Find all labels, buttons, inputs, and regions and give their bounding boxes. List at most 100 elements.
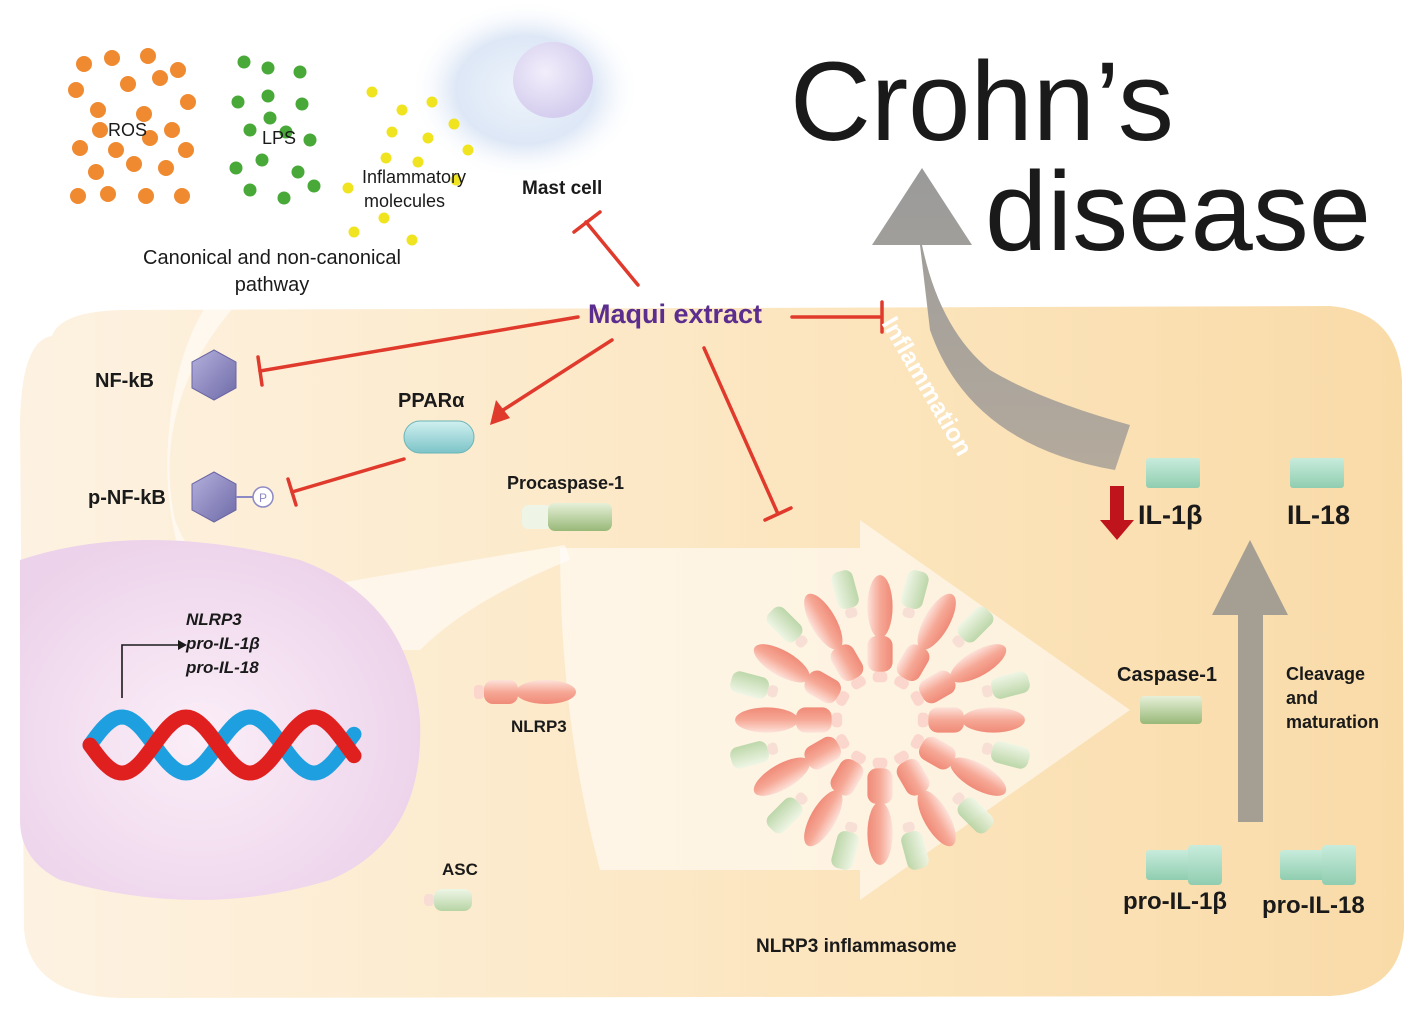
inflammatory-dot xyxy=(366,86,378,98)
inflammatory-label-1: Inflammatory xyxy=(362,167,467,187)
phospho-group xyxy=(252,486,274,508)
lps-dot xyxy=(231,95,245,109)
activate-ppar-arrowhead xyxy=(490,400,510,425)
gene-nlrp3: NLRP3 xyxy=(186,610,242,629)
ros-dot xyxy=(70,188,86,204)
pathway-band xyxy=(167,300,570,650)
nlrp3-protein xyxy=(474,680,576,704)
ros-dot xyxy=(138,188,154,204)
il18-label: IL-18 xyxy=(1287,500,1351,530)
ros-dot xyxy=(104,50,120,66)
ros-dot xyxy=(126,156,142,172)
pro-il18-label: pro-IL-18 xyxy=(1262,892,1365,919)
pro-il1b-label: pro-IL-1β xyxy=(1123,888,1227,915)
nfkb-hexagon xyxy=(191,349,237,401)
ppar-label: PPARα xyxy=(398,390,465,412)
phospho-label: P xyxy=(259,491,267,505)
ros-dot xyxy=(92,122,108,138)
lps-dot xyxy=(255,153,269,167)
gene-pro-il1b: pro-IL-1β xyxy=(186,634,260,653)
ros-dot xyxy=(174,188,190,204)
ros-dot xyxy=(88,164,104,180)
inhibit-inflammasome-bar xyxy=(763,506,793,522)
pro-il18-protein xyxy=(1280,845,1356,885)
inhibit-mast-cell-line xyxy=(584,220,640,287)
inflammatory-dot xyxy=(406,234,418,246)
ros-label: ROS xyxy=(108,120,148,140)
inflammatory-dot xyxy=(386,126,398,138)
procaspase-domain xyxy=(548,503,612,531)
ros-dot xyxy=(136,106,152,122)
pro-il1b-protein xyxy=(1146,845,1222,885)
lps-dot xyxy=(229,161,243,175)
ros-dot xyxy=(164,122,180,138)
il18-cytokine xyxy=(1290,458,1344,488)
inflammatory-dot xyxy=(422,132,434,144)
inflammatory-dot xyxy=(462,144,474,156)
inflammasome-subunit xyxy=(735,707,843,733)
inflammatory-dot xyxy=(380,152,392,164)
inhibit-nfkb-bar xyxy=(256,355,264,387)
lps-dot xyxy=(263,111,277,125)
gene-pro-il18: pro-IL-18 xyxy=(186,658,259,677)
lps-dot xyxy=(293,65,307,79)
ros-dot xyxy=(100,186,116,202)
procaspase-label: Procaspase-1 xyxy=(507,473,625,493)
inflammation-arrow xyxy=(872,168,1130,470)
activate-ppar-line xyxy=(498,338,614,414)
inflammatory-dot xyxy=(378,212,390,224)
inflammatory-dot xyxy=(426,96,438,108)
nfkb-label: NF-kB xyxy=(95,370,154,392)
inflammatory-dot xyxy=(348,226,360,238)
inflammasome-subunit xyxy=(917,707,1025,733)
pathway-label-2: pathway xyxy=(234,274,310,296)
mast-cell-nucleus xyxy=(513,42,593,118)
pnfkb-label: p-NF-kB xyxy=(88,487,166,509)
ppar-capsule xyxy=(403,420,475,454)
lps-dot xyxy=(261,61,275,75)
mast-cell-label: Mast cell xyxy=(522,178,603,199)
inflammatory-dot xyxy=(412,156,424,168)
ros-dot xyxy=(140,48,156,64)
inflammasome-label: NLRP3 inflammasome xyxy=(756,936,957,957)
cleavage-label-2: and xyxy=(1286,688,1319,708)
nlrp3-label: NLRP3 xyxy=(511,717,567,736)
transcription-arrow xyxy=(121,644,178,698)
inflammasome-subunit xyxy=(867,575,893,683)
lps-dot xyxy=(291,165,305,179)
lps-dot xyxy=(261,89,275,103)
lps-dot xyxy=(237,55,251,69)
ros-dot xyxy=(158,160,174,176)
ros-dot xyxy=(170,62,186,78)
cleavage-label-3: maturation xyxy=(1286,712,1380,732)
ros-dot xyxy=(90,102,106,118)
lps-dot xyxy=(295,97,309,111)
il1b-cytokine xyxy=(1146,458,1200,488)
inflammatory-dot xyxy=(448,118,460,130)
dna-strand-red xyxy=(82,709,362,781)
ros-dot xyxy=(178,142,194,158)
transcription-arrowhead xyxy=(178,640,187,650)
maqui-extract-label: Maqui extract xyxy=(588,299,763,329)
ros-dot xyxy=(72,140,88,156)
inhibit-nfkb-line xyxy=(258,315,580,373)
ros-dot xyxy=(120,76,136,92)
downregulation-arrow xyxy=(1100,486,1134,540)
lps-dot xyxy=(303,133,317,147)
title-line-2: disease xyxy=(985,149,1372,274)
inhibit-pnfkb-bar xyxy=(286,477,298,507)
ros-dot xyxy=(76,56,92,72)
ros-dot xyxy=(108,142,124,158)
il1b-label: IL-1β xyxy=(1138,500,1203,530)
caspase1-label: Caspase-1 xyxy=(1117,664,1218,686)
inhibit-pnfkb-line xyxy=(290,457,406,494)
inflammatory-particles xyxy=(342,86,474,246)
inflammasome-subunit xyxy=(867,757,893,865)
lps-dot xyxy=(243,183,257,197)
nucleus xyxy=(20,540,421,900)
pnfkb-hexagon xyxy=(191,471,237,523)
lps-label: LPS xyxy=(262,128,297,148)
cleavage-arrow xyxy=(1212,540,1288,822)
ros-particles xyxy=(68,48,196,204)
